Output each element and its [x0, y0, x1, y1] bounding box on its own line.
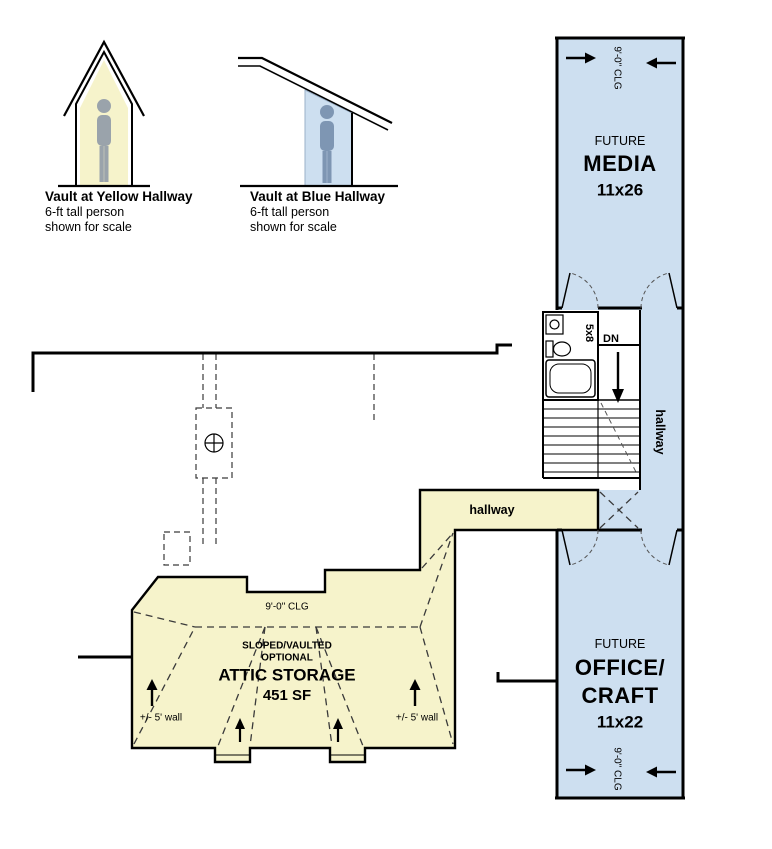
media-room-doors: [561, 272, 678, 309]
attic-note-2: OPTIONAL: [261, 652, 313, 664]
ceiling-slope-arrows: [566, 52, 676, 778]
down-arrow-icon: [612, 352, 624, 403]
exterior-walls: [31, 343, 557, 683]
attic-wall-note-left: +/- 5' wall: [139, 712, 183, 724]
roof-line-dashes: [133, 491, 639, 747]
attic-wall-arrows: [146, 679, 421, 742]
stairs: [542, 310, 641, 490]
sink-icon: [545, 314, 564, 335]
attic-storage-region: [130, 488, 600, 764]
attic-ceiling-height: 9'-0" CLG: [265, 601, 309, 613]
legend-yellow-title: Vault at Yellow Hallway: [45, 189, 193, 204]
bathroom: [542, 311, 599, 401]
arrow-up-icon: [409, 679, 421, 706]
toilet-icon: [545, 340, 572, 358]
attic-wall-note-right: +/- 5' wall: [395, 712, 439, 724]
attic-note-1: SLOPED/VAULTED: [242, 640, 332, 652]
bathtub-icon: [545, 359, 596, 398]
arrow-right-icon: [566, 764, 596, 776]
media-room-name: MEDIA: [583, 150, 657, 176]
blue-hallway-label: hallway: [652, 409, 667, 455]
arrow-up-icon: [146, 679, 158, 706]
office-room-name-2: CRAFT: [581, 682, 659, 708]
office-room-doors: [561, 529, 678, 566]
legend-blue-line1: 6-ft tall person: [250, 205, 330, 219]
legend-blue-line2: shown for scale: [250, 220, 337, 234]
office-room-prefix: FUTURE: [594, 637, 646, 652]
office-room-name-1: OFFICE/: [574, 654, 666, 680]
legend-yellow-vault-icon: [58, 39, 150, 188]
office-room-size: 11x22: [596, 712, 644, 732]
attic-area: 451 SF: [262, 686, 312, 704]
yellow-hallway-label: hallway: [469, 503, 515, 518]
ceiling-height-top: 9'-0" CLG: [611, 46, 623, 90]
bath-size: 5x8: [583, 323, 596, 343]
legend-blue-title: Vault at Blue Hallway: [250, 189, 386, 204]
ceiling-height-bottom: 9'-0" CLG: [611, 747, 623, 791]
hall-structure-walls: [555, 36, 685, 800]
attic-name: ATTIC STORAGE: [218, 665, 356, 685]
arrow-right-icon: [566, 52, 596, 64]
walls-below-dashes: [163, 354, 375, 566]
flue-icon: [204, 433, 224, 453]
media-room-prefix: FUTURE: [594, 134, 646, 149]
person-icon: [320, 105, 334, 183]
arrow-left-icon: [646, 766, 676, 778]
arrow-up-icon: [333, 718, 343, 742]
legend-yellow-line2: shown for scale: [45, 220, 132, 234]
media-room-size: 11x26: [596, 180, 644, 200]
arrow-left-icon: [646, 57, 676, 69]
stairs-down-label: DN: [603, 332, 619, 345]
legend-yellow-line1: 6-ft tall person: [45, 205, 125, 219]
legend-blue-vault-icon: [238, 56, 398, 188]
attic-outline: [130, 488, 600, 764]
person-icon: [97, 99, 111, 182]
arrow-up-icon: [235, 718, 245, 742]
